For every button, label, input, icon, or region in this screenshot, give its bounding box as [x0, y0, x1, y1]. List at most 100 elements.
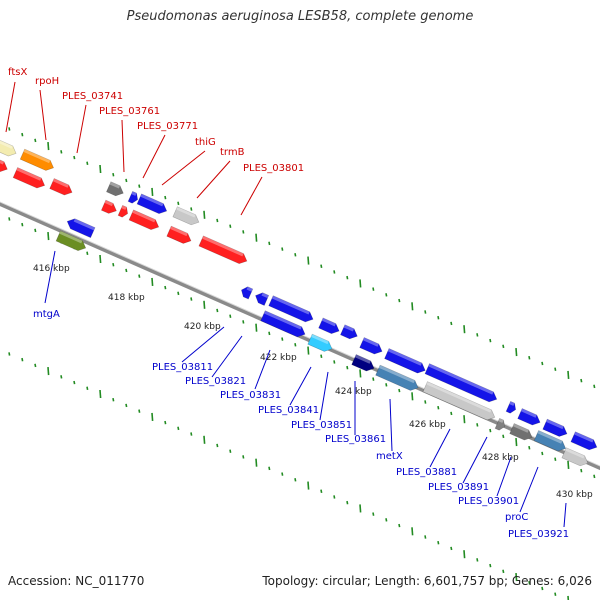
- gene-arrow-shape: [19, 148, 54, 171]
- label-leader-line: [39, 89, 47, 141]
- tick-mark: [216, 308, 219, 313]
- label-leader-line: [76, 104, 87, 154]
- gene-label: PLES_03811: [152, 362, 213, 373]
- gene-label: PLES_03921: [508, 529, 569, 540]
- scale-label: 426 kbp: [409, 420, 446, 430]
- gene-arrow-highlight: [362, 337, 379, 347]
- gene-arrow-shape: [561, 447, 589, 467]
- gene-label: PLES_03801: [243, 163, 304, 174]
- gene-arrow: [12, 167, 46, 189]
- gene-arrow: [117, 204, 128, 218]
- gene-arrow-shape: [49, 178, 73, 196]
- label-leader-line: [44, 250, 56, 304]
- tick-mark: [476, 558, 479, 562]
- gene-arrow: [494, 417, 505, 431]
- tick-mark: [554, 367, 557, 371]
- tick-mark: [112, 397, 115, 402]
- label-leader-line: [5, 81, 16, 133]
- scale-label: 430 kbp: [556, 490, 593, 500]
- upper-gene-labels: ftsXrpoHPLES_03741PLES_03761PLES_03771th…: [5, 67, 304, 216]
- tick-mark: [34, 138, 37, 143]
- tick-mark: [554, 457, 557, 461]
- tick-mark: [411, 302, 414, 311]
- gene-arrow: [509, 423, 533, 441]
- gene-arrow-shape: [66, 218, 96, 239]
- tick-mark: [580, 378, 583, 383]
- gene-arrow: [359, 337, 383, 355]
- label-leader-line: [211, 335, 243, 378]
- gene-arrow-shape: [422, 381, 496, 421]
- label-leader-line: [496, 456, 512, 497]
- gene-arrow: [55, 230, 87, 251]
- gene-arrow: [517, 408, 541, 426]
- tick-mark: [411, 527, 414, 536]
- gene-arrow: [128, 209, 160, 230]
- gene-arrow: [268, 295, 314, 323]
- tick-mark: [242, 455, 245, 459]
- tick-mark: [151, 277, 154, 286]
- tick-mark: [359, 504, 362, 513]
- gene-arrow: [422, 381, 496, 421]
- gene-arrow-highlight: [574, 431, 594, 443]
- tick-mark: [398, 388, 401, 393]
- tick-mark: [515, 347, 518, 357]
- tick-track-2: [8, 217, 596, 479]
- tick-mark: [372, 377, 375, 381]
- gene-features: [0, 139, 598, 467]
- gene-arrow-highlight: [0, 139, 13, 149]
- gene-label: PLES_03861: [325, 434, 386, 445]
- gene-arrow-highlight: [426, 381, 492, 413]
- tick-mark: [86, 386, 89, 391]
- tick-mark: [593, 474, 596, 479]
- tick-mark: [593, 384, 596, 389]
- gene-arrow-shape: [509, 423, 533, 441]
- tick-mark: [281, 472, 284, 476]
- tick-mark: [333, 360, 336, 364]
- tick-mark: [411, 392, 414, 401]
- tick-mark: [437, 540, 440, 545]
- gene-arrow-highlight: [520, 408, 537, 418]
- tick-mark: [528, 446, 531, 450]
- tick-mark: [372, 287, 375, 291]
- tick-mark: [489, 338, 492, 343]
- tick-mark: [476, 333, 479, 337]
- gene-arrow: [0, 139, 17, 157]
- tick-mark: [255, 233, 258, 242]
- gene-arrow-shape: [359, 337, 383, 355]
- gene-label: PLES_03841: [258, 405, 319, 416]
- tick-mark: [463, 325, 466, 334]
- gene-arrow-shape: [570, 431, 598, 451]
- gene-arrow-highlight: [378, 365, 415, 384]
- gene-arrow-shape: [375, 364, 419, 391]
- tick-mark: [47, 367, 50, 376]
- tick-mark: [73, 380, 76, 385]
- gene-label: PLES_03741: [62, 91, 123, 102]
- tick-mark: [567, 370, 570, 379]
- gene-arrow: [19, 148, 54, 171]
- tick-mark: [8, 127, 11, 131]
- gene-arrow-shape: [351, 354, 375, 372]
- gene-label: PLES_03881: [396, 467, 457, 478]
- tick-mark: [346, 500, 349, 505]
- gene-label: PLES_03851: [291, 420, 352, 431]
- gene-arrow-shape: [494, 417, 505, 431]
- gene-arrow-highlight: [261, 292, 269, 299]
- gene-label: thiG: [195, 137, 216, 148]
- tick-mark: [424, 310, 427, 314]
- tick-mark: [255, 458, 258, 467]
- gene-arrow-shape: [0, 139, 17, 157]
- tick-mark: [450, 411, 453, 416]
- gene-arrow: [351, 354, 375, 372]
- tick-mark: [333, 495, 336, 499]
- gene-label: rpoH: [35, 76, 59, 87]
- gene-arrow-highlight: [321, 317, 336, 327]
- tick-mark: [190, 297, 193, 301]
- tick-mark: [515, 437, 518, 447]
- gene-arrow-highlight: [246, 286, 253, 292]
- tick-mark: [346, 275, 349, 280]
- gene-arrow-highlight: [263, 310, 302, 330]
- gene-arrow-shape: [100, 199, 117, 214]
- tick-mark: [73, 155, 76, 160]
- tick-mark: [450, 546, 453, 551]
